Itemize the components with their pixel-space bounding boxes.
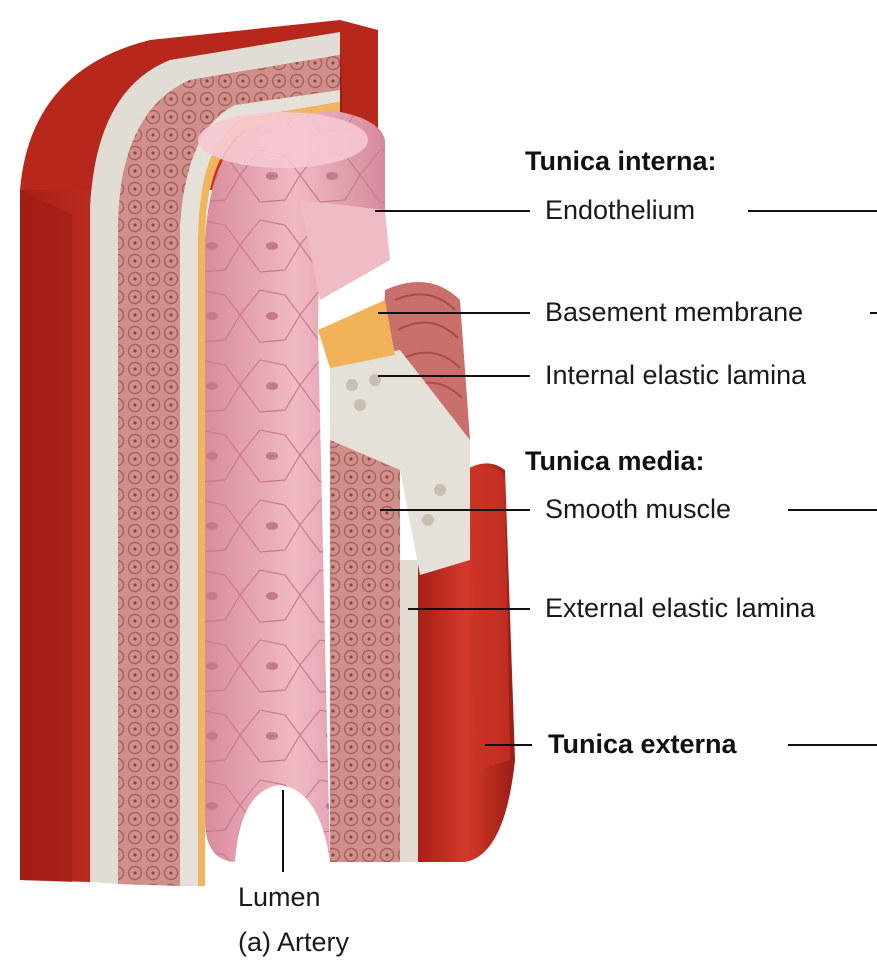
label-tunica-interna: Tunica interna: [525,146,717,176]
label-internal-elastic-lamina: Internal elastic lamina [545,360,807,390]
basement-membrane-layer [198,102,395,886]
label-smooth-muscle: Smooth muscle [545,494,732,524]
label-basement-membrane: Basement membrane [545,297,804,327]
label-external-elastic-lamina: External elastic lamina [545,593,816,623]
label-lumen: Lumen [238,882,321,912]
internal-elastic-lamina-layer [180,90,470,886]
label-tunica-media: Tunica media: [525,446,705,476]
label-endothelium: Endothelium [545,195,696,225]
endothelium-layer [198,110,390,862]
caption-artery: (a) Artery [238,927,350,957]
leader-lines [282,210,877,872]
external-elastic-lamina-layer [90,32,418,884]
label-tunica-externa: Tunica externa [548,729,737,759]
